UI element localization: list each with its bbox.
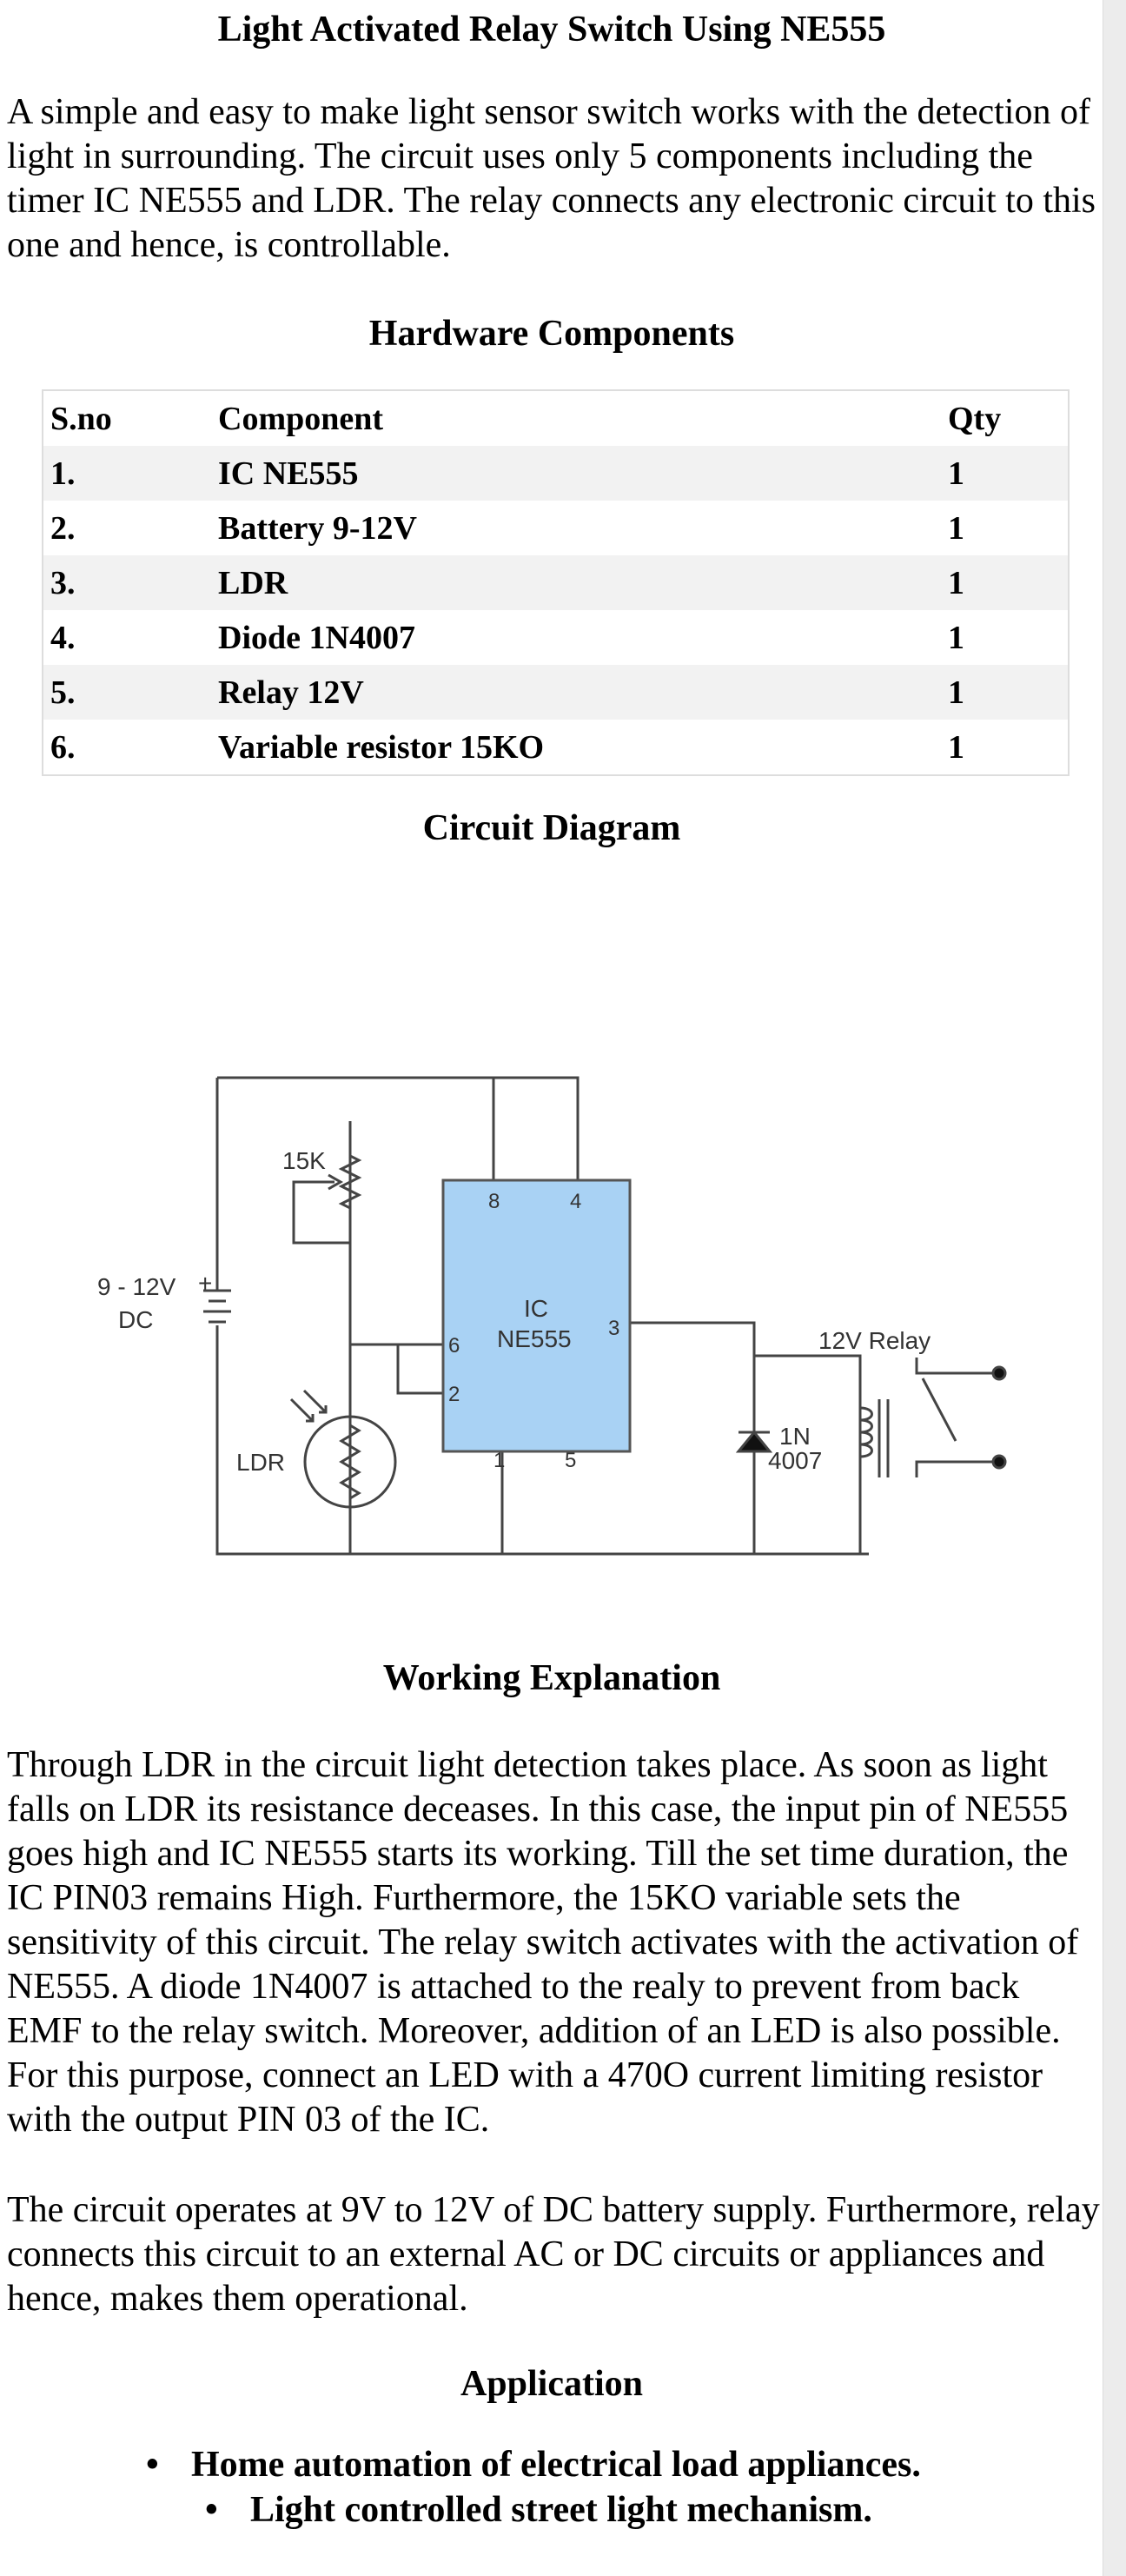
cell-qty: 1: [941, 555, 1069, 610]
cell-qty: 1: [941, 720, 1069, 775]
cell-qty: 1: [941, 665, 1069, 720]
column-header-sno: S.no: [43, 390, 211, 446]
label-ldr: LDR: [236, 1449, 285, 1476]
label-pin8: 8: [488, 1190, 500, 1213]
wire-pin3: [630, 1321, 756, 1554]
wire-pot-wiper: [292, 1180, 350, 1245]
ldr-circle: [303, 1415, 397, 1509]
light-arrow-heads: [306, 1405, 328, 1423]
label-pin4: 4: [570, 1190, 581, 1213]
battery-symbol: [203, 1289, 231, 1324]
table-row: 3. LDR 1: [43, 555, 1069, 610]
relay-contact: [915, 1358, 957, 1477]
cell-component: LDR: [211, 555, 941, 610]
diode-symbol: [735, 1430, 773, 1453]
label-pin3: 3: [608, 1317, 619, 1340]
ldr-resistor: [339, 1424, 361, 1500]
label-ic: IC: [524, 1295, 548, 1322]
components-table: S.no Component Qty 1. IC NE555 1 2. Batt…: [42, 389, 1070, 776]
label-pot: 15K: [282, 1147, 326, 1174]
relay-output-wires: [931, 1371, 999, 1464]
list-item: • Light controlled street light mechanis…: [205, 2487, 980, 2533]
bullet-icon: •: [205, 2490, 218, 2530]
working-paragraph-1: Through LDR in the circuit light detecti…: [7, 1745, 1079, 2140]
relay-coil: [859, 1406, 873, 1458]
ic-ne555-block: [441, 1178, 632, 1453]
table-header-row: S.no Component Qty: [43, 390, 1069, 446]
label-relay: 12V Relay: [818, 1327, 931, 1354]
label-diode-1n: 1N: [779, 1423, 811, 1450]
table-row: 1. IC NE555 1: [43, 446, 1069, 501]
pot-arrow: [328, 1173, 344, 1191]
label-pin6: 6: [448, 1334, 460, 1358]
list-item-text: Home automation of electrical load appli…: [191, 2445, 921, 2485]
cell-sno: 1.: [43, 446, 211, 501]
cell-component: Variable resistor 15KO: [211, 720, 941, 775]
label-pin2: 2: [448, 1383, 460, 1406]
cell-component: Relay 12V: [211, 665, 941, 720]
cell-qty: 1: [941, 501, 1069, 555]
column-header-qty: Qty: [941, 390, 1069, 446]
application-list: • Home automation of electrical load app…: [0, 2442, 921, 2533]
circuit-diagram-heading: Circuit Diagram: [422, 808, 681, 848]
bullet-icon: •: [146, 2445, 159, 2485]
label-ne555: NE555: [497, 1325, 572, 1352]
wire-relay-coil: [754, 1354, 862, 1554]
table-row: 6. Variable resistor 15KO 1: [43, 720, 1069, 775]
cell-sno: 2.: [43, 501, 211, 555]
cell-qty: 1: [941, 446, 1069, 501]
column-header-component: Component: [211, 390, 941, 446]
wire-top: [217, 1076, 580, 1180]
page-title: Light Activated Relay Switch Using NE555: [217, 10, 886, 50]
label-pin1: 1: [493, 1449, 505, 1472]
terminal-dot: [991, 1454, 1007, 1470]
intro-paragraph: A simple and easy to make light sensor s…: [7, 92, 1096, 265]
table-row: 5. Relay 12V 1: [43, 665, 1069, 720]
working-heading: Working Explanation: [382, 1658, 721, 1698]
cell-qty: 1: [941, 610, 1069, 665]
cell-sno: 4.: [43, 610, 211, 665]
table-row: 2. Battery 9-12V 1: [43, 501, 1069, 555]
label-supply: 9 - 12V: [97, 1273, 176, 1300]
wire-left-lower: [215, 1325, 869, 1556]
cell-component: Battery 9-12V: [211, 501, 941, 555]
terminal-dot: [991, 1365, 1007, 1381]
relay-core: [878, 1399, 890, 1477]
hardware-heading: Hardware Components: [368, 314, 735, 354]
label-plus: +: [198, 1270, 212, 1297]
cell-sno: 6.: [43, 720, 211, 775]
label-supply-dc: DC: [118, 1306, 153, 1333]
wire-pin2: [396, 1344, 443, 1395]
circuit-diagram: 15K 9 - 12V DC + LDR IC NE555 8 4 6 2 3 …: [97, 1076, 1007, 1556]
cell-sno: 5.: [43, 665, 211, 720]
potentiometer-symbol: [338, 1121, 362, 1243]
light-arrows: [289, 1389, 328, 1423]
cell-sno: 3.: [43, 555, 211, 610]
working-paragraph-2: The circuit operates at 9V to 12V of DC …: [7, 2190, 1100, 2319]
label-pin5: 5: [565, 1449, 576, 1472]
list-item: • Home automation of electrical load app…: [146, 2442, 921, 2487]
label-diode-4007: 4007: [768, 1447, 822, 1474]
cell-component: Diode 1N4007: [211, 610, 941, 665]
cell-component: IC NE555: [211, 446, 941, 501]
scrollbar[interactable]: [1103, 0, 1126, 2576]
table-row: 4. Diode 1N4007 1: [43, 610, 1069, 665]
list-item-text: Light controlled street light mechanism.: [250, 2490, 872, 2530]
application-heading: Application: [460, 2364, 644, 2404]
